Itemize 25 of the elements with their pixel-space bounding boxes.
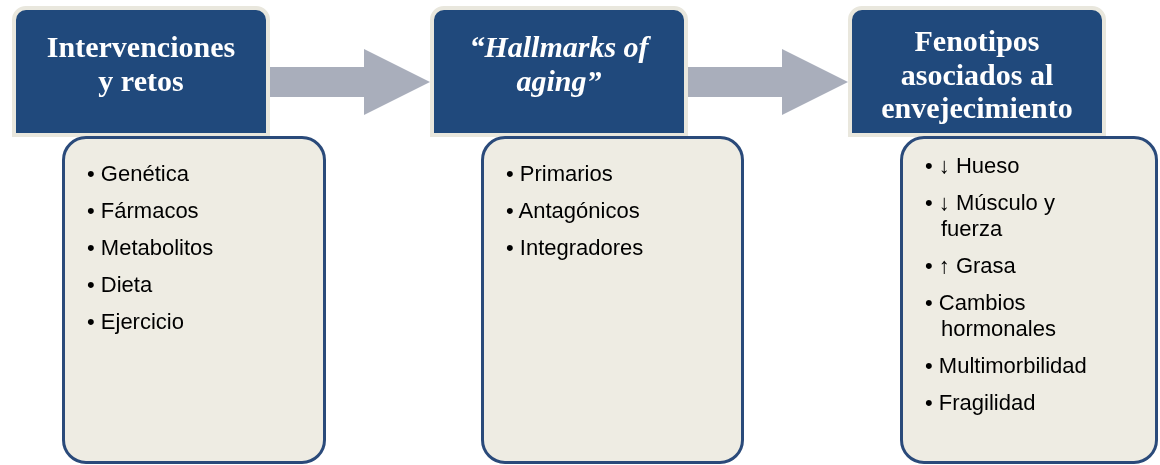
list-item: • Integradores (506, 234, 645, 261)
list-panel (62, 136, 326, 464)
list-item: • Metabolitos (87, 234, 215, 261)
heading-text: Fenotipos asociados al envejecimiento (880, 24, 1074, 125)
list-panel (900, 136, 1158, 464)
list-item: • ↓ Hueso (925, 153, 1021, 179)
list-item: • Primarios (506, 161, 614, 187)
list-item: • Genética (87, 161, 190, 187)
list-item: • Fármacos (87, 197, 200, 224)
heading-box (848, 6, 1106, 137)
list-item: • Dieta (87, 271, 154, 298)
block-arrow (270, 49, 430, 115)
list-item: • ↓ Músculo y fuerza (925, 189, 1056, 242)
list-item: • Cambios hormonales (925, 289, 1057, 342)
heading-box (430, 6, 688, 137)
list-item: • Multimorbilidad (925, 352, 1088, 379)
heading-text: “Hallmarks of aging” (468, 30, 652, 98)
list-panel (481, 136, 744, 464)
list-item: • ↑ Grasa (925, 252, 1017, 279)
list-item: • Antagónicos (506, 197, 641, 224)
heading-text: Intervenciones y retos (45, 30, 237, 98)
list-item: • Fragilidad (925, 389, 1037, 416)
block-arrow (688, 49, 848, 115)
list-item: • Ejercicio (87, 308, 185, 335)
heading-box (12, 6, 270, 137)
